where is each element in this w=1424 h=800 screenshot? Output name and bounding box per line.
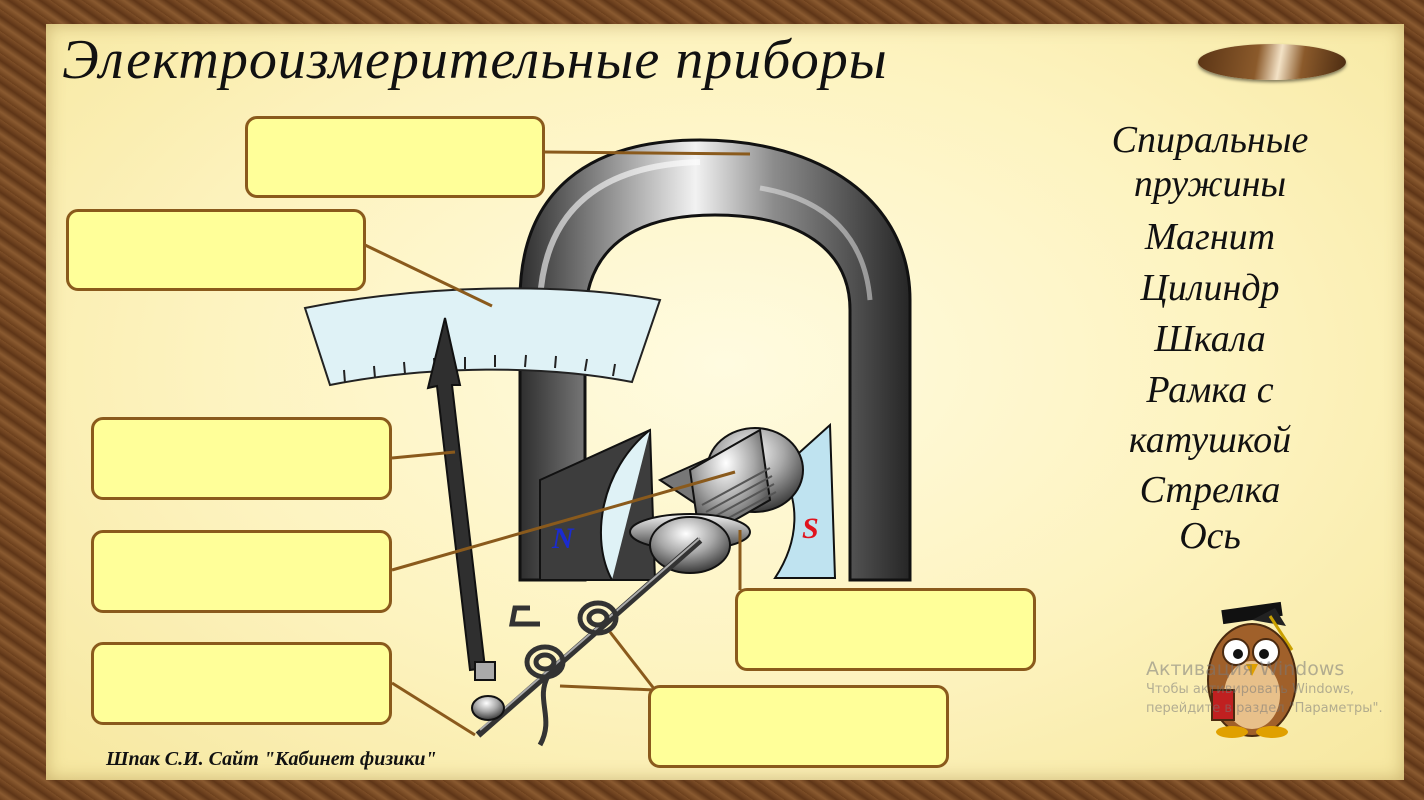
leader-lines: [364, 150, 751, 737]
term-magnet: Магнит: [1144, 216, 1276, 258]
answer-box-2[interactable]: [66, 209, 366, 291]
slide-title: Электроизмерительные приборы: [62, 29, 888, 91]
term-cylinder: Цилиндр: [1140, 267, 1280, 309]
watermark-title: Активация Windows: [1146, 658, 1345, 680]
decorative-oval: [1198, 44, 1346, 80]
term-list: Спиральные пружины Магнит Цилиндр Шкала …: [1060, 118, 1360, 556]
spiral-springs: [508, 600, 619, 747]
coil-frame-cylinder: [629, 427, 804, 574]
windows-activation-watermark: Активация Windows Чтобы активировать Win…: [1146, 658, 1416, 718]
answer-box-4[interactable]: [91, 530, 392, 613]
answer-box-7[interactable]: [648, 685, 949, 768]
term-axis: Ось: [1179, 515, 1241, 557]
pointer-needle: [426, 317, 505, 721]
professor-owl-mascot: [1207, 601, 1297, 738]
author-credit: Шпак С.И. Сайт "Кабинет физики": [106, 748, 437, 770]
answer-box-1[interactable]: [245, 116, 545, 198]
term-coil-frame: Рамка с катушкой: [1128, 369, 1292, 461]
pole-label-north: N: [551, 522, 575, 555]
axis: [475, 537, 703, 738]
term-spiral-springs: Спиральные пружины: [1111, 119, 1309, 205]
pole-gap-north: [600, 429, 651, 581]
answer-box-3[interactable]: [91, 417, 392, 500]
instrument-scale: [303, 287, 662, 387]
answer-box-5[interactable]: [91, 642, 392, 725]
answer-box-6[interactable]: [735, 588, 1036, 671]
pole-label-south: S: [802, 512, 819, 545]
term-scale: Шкала: [1154, 318, 1266, 360]
watermark-text: Чтобы активировать Windows, перейдите в …: [1146, 682, 1383, 716]
term-pointer: Стрелка: [1139, 469, 1281, 511]
